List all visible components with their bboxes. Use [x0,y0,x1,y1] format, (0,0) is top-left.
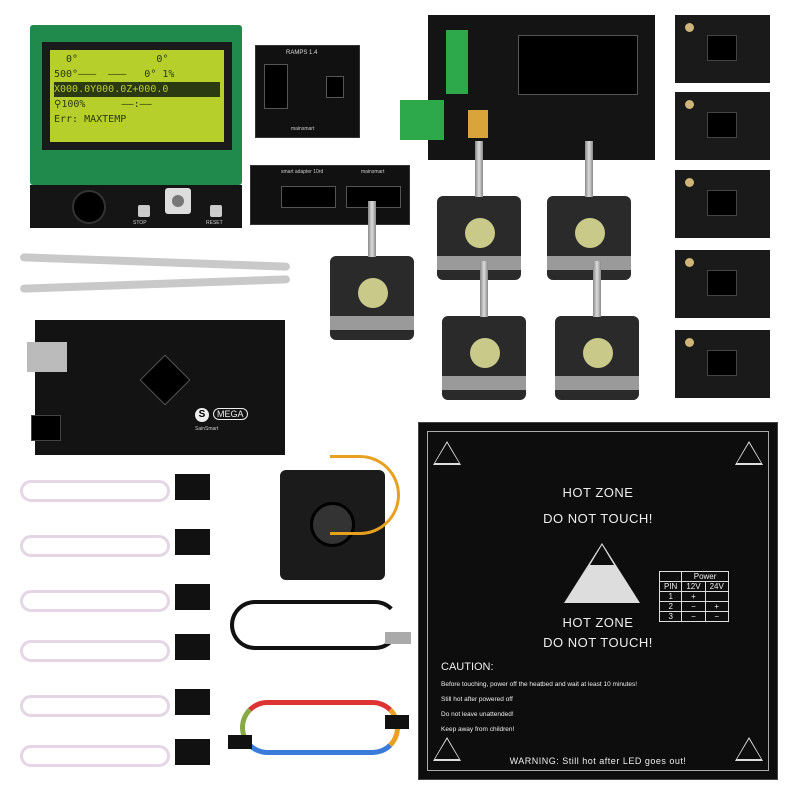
hot-zone-text: HOT ZONE [562,485,634,500]
cell: 2 [658,601,683,612]
mega-label: MEGA [213,408,248,420]
lcd-row: Err: MAXTEMP [54,114,127,125]
caution-line: Do not leave unattended! [441,711,514,718]
stop-label: STOP [133,220,147,226]
ribbon-cable [19,253,291,271]
cell: 3 [658,611,683,622]
stepper-driver [675,92,770,160]
buzzer [72,190,106,224]
caution-line: Before touching, power off the heatbed a… [441,681,638,688]
header-connector [281,186,336,208]
usb-plug [385,632,411,644]
ramps-adapter-board: RAMPS 1.4 mainsmart [255,45,360,138]
hot-surface-icon [564,543,640,603]
lcd-row: 0° 0° [54,54,169,65]
endstop-switch [15,630,210,675]
cell: + [704,601,729,612]
stop-button[interactable] [138,205,150,217]
power-terminal [400,100,444,140]
stepper-motor [555,261,639,400]
adapter2-label: smart adapter 10rd [281,169,324,175]
driver-sockets [518,35,638,95]
stepper-driver [675,250,770,318]
stepper-driver [675,330,770,398]
cell [704,591,729,602]
endstop-switch [15,580,210,625]
hot-zone-text: HOT ZONE [562,615,634,630]
stepper-driver [675,170,770,238]
cell: + [681,591,706,602]
warning-text: WARNING: Still hot after LED goes out! [509,756,687,766]
caution-title: CAUTION: [441,661,494,673]
caution-line: Still hot after powered off [441,696,513,703]
adapter2-brand: mainsmart [361,169,385,175]
screw-terminal [446,30,468,94]
jumper-wires [240,700,400,755]
logo: S [195,408,209,422]
hot-surface-icon [735,441,763,465]
hot-surface-icon [433,737,461,761]
endstop-switch [15,525,210,570]
jumper-connector [228,735,252,749]
endstop-switch [15,685,210,730]
microcontroller-chip [139,354,191,406]
header-cell: PIN [658,581,683,592]
cell: − [704,611,729,622]
mega-board: S MEGA SainSmart [27,320,285,455]
smart-adapter-board: smart adapter 10rd mainsmart [250,165,410,225]
lcd-base [30,185,242,228]
adapter-brand: mainsmart [291,126,315,132]
hot-surface-icon [433,441,461,465]
caution-line: Keep away from children! [441,726,515,733]
do-not-touch-text: DO NOT TOUCH! [543,635,653,650]
ribbon-cable [19,275,291,293]
header-cell: 12V [681,581,706,592]
lcd-row: 500°——— ——— 0° 1% [54,69,175,80]
endstop-switch [15,735,210,780]
ramps-board [400,15,655,160]
stepper-motor [437,141,521,280]
mega-brand: SainSmart [195,426,219,432]
usb-port [27,342,67,372]
stepper-driver [675,15,770,83]
stepper-motor [442,261,526,400]
do-not-touch-text: DO NOT TOUCH! [543,511,653,526]
usb-cable [230,600,400,650]
cell: 1 [658,591,683,602]
header-connector [264,64,288,109]
cell: − [681,601,706,612]
rotary-encoder-knob[interactable] [165,188,191,214]
chip [326,76,344,98]
jumper-connector [385,715,409,729]
adapter-title: RAMPS 1.4 [286,50,318,56]
stepper-motor [330,201,414,340]
lcd-screen: 0° 0° 500°——— ——— 0° 1% X000.0Y000.0Z+00… [42,42,232,150]
power-title: Power [681,571,729,582]
endstop-switch [15,470,210,515]
header-cell: 24V [704,581,729,592]
lcd-row: ⚲100% ——:—— [54,99,152,110]
reset-button[interactable] [210,205,222,217]
fan-wire [330,455,400,535]
hot-surface-icon [735,737,763,761]
power-jack [31,415,61,441]
fuse [468,110,488,138]
stepper-motor [547,141,631,280]
reset-label: RESET [206,220,223,226]
lcd-row: X000.0Y000.0Z+000.0 [54,82,220,97]
